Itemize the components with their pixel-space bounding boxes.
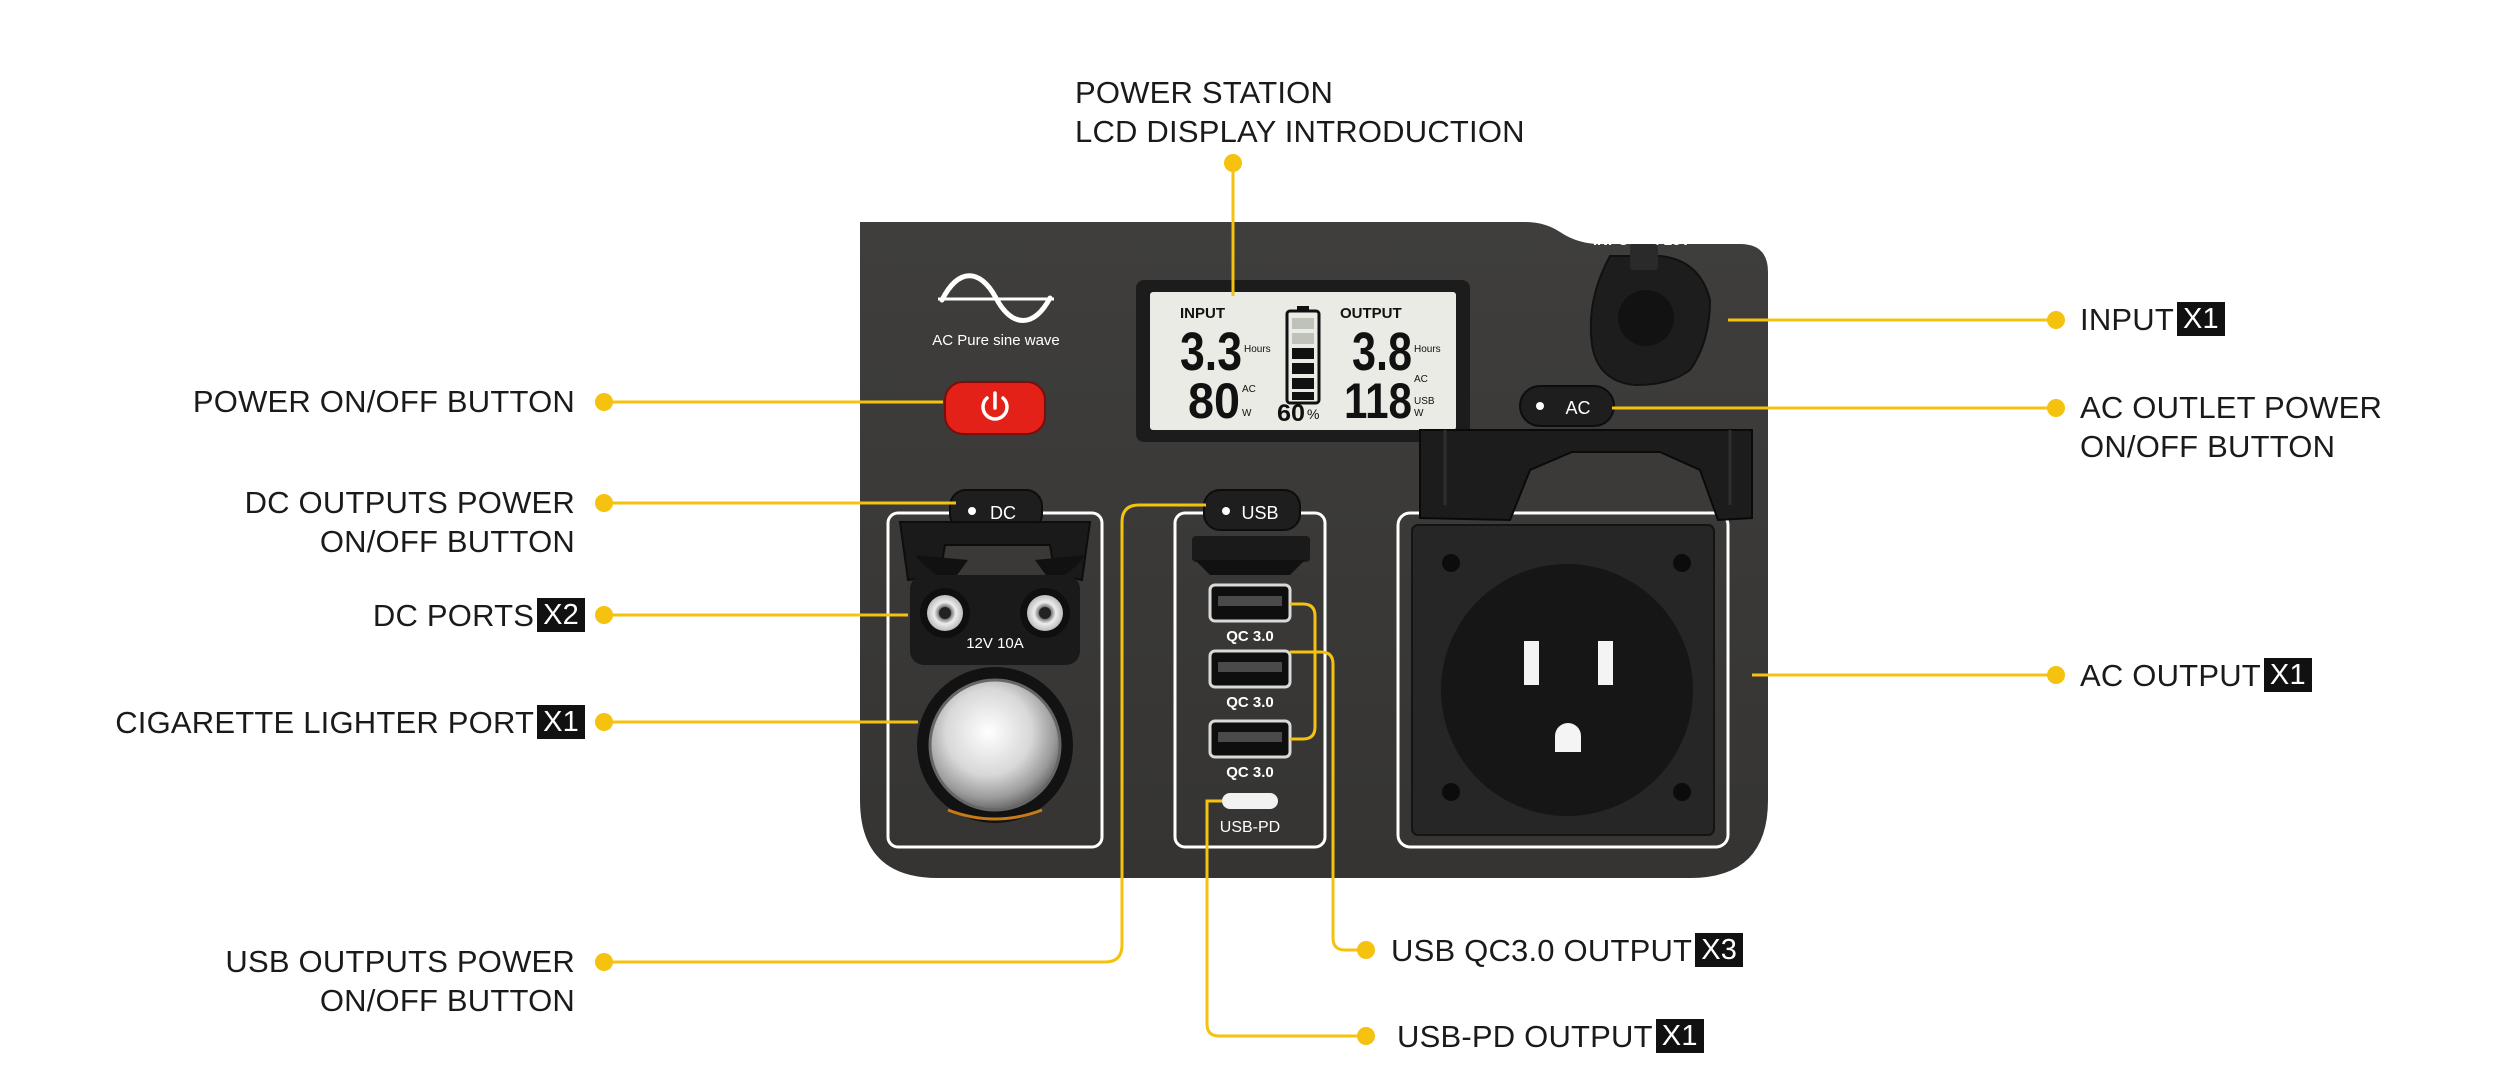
lcd-percent-sign: %	[1307, 406, 1319, 422]
lcd-input-hours-unit: Hours	[1244, 344, 1271, 355]
lcd-output-watts: 118	[1344, 373, 1412, 429]
callout-dc-button: DC OUTPUTS POWER ON/OFF BUTTON	[244, 485, 575, 559]
ac-button-label: AC	[1565, 398, 1590, 418]
lcd-output-hours: 3.8	[1352, 322, 1412, 382]
sine-wave-caption: AC Pure sine wave	[932, 332, 1060, 349]
callout-usb-button: USB OUTPUTS POWER ON/OFF BUTTON	[225, 944, 575, 1018]
sine-wave-logo-icon	[938, 273, 1054, 323]
input-port-label: INPUT 12-28V	[1593, 232, 1691, 249]
lcd-input-hours: 3.3	[1180, 322, 1242, 382]
lcd-display: INPUT OUTPUT 3.3 Hours 3.8 Hours 80 AC W…	[1136, 280, 1470, 442]
lcd-output-w-unit: W	[1414, 408, 1424, 419]
lcd-output-heading: OUTPUT	[1340, 305, 1402, 322]
callout-ac-button: AC OUTLET POWER ON/OFF BUTTON	[2080, 390, 2383, 464]
lcd-input-w-unit: W	[1242, 408, 1252, 419]
title-line-1: POWER STATION	[1075, 75, 1334, 110]
dc-port-left	[920, 588, 970, 638]
power-button[interactable]	[944, 381, 1046, 435]
qc-label-3: QC 3.0	[1226, 764, 1274, 781]
input-count-badge: X1	[2177, 302, 2225, 336]
qc-label-1: QC 3.0	[1226, 628, 1274, 645]
lcd-input-heading: INPUT	[1180, 305, 1225, 322]
ac-output-count-badge: X1	[2263, 658, 2312, 692]
usb-c-port	[1222, 793, 1278, 809]
usb-power-button[interactable]: USB	[1203, 489, 1301, 531]
title-line-2: LCD DISPLAY INTRODUCTION	[1075, 114, 1525, 149]
callout-lines	[605, 163, 2055, 1038]
callout-power-button: POWER ON/OFF BUTTON	[192, 384, 575, 419]
qc-label-2: QC 3.0	[1226, 694, 1274, 711]
usb-pd-count-badge: X1	[1655, 1019, 1704, 1053]
lcd-battery-icon	[1285, 306, 1321, 405]
dc-port-right	[1020, 588, 1070, 638]
cigarette-lighter-port	[917, 667, 1073, 823]
lcd-input-ac-unit: AC	[1242, 384, 1256, 395]
input-port	[1589, 244, 1712, 387]
callout-dots	[595, 154, 2065, 1045]
ac-power-button[interactable]: AC	[1519, 385, 1615, 427]
ac-outlet-cover	[1419, 429, 1753, 522]
dc-ports-count-badge: X2	[537, 598, 585, 632]
ac-section-frame	[1396, 511, 1730, 849]
ac-outlet-socket	[1441, 564, 1693, 816]
cig-port-count-badge: X1	[537, 705, 585, 739]
lcd-output-ac-unit: AC	[1414, 374, 1428, 385]
usb-ports-cover	[1192, 536, 1310, 575]
diagram-title: POWER STATION LCD DISPLAY INTRODUCTION	[1075, 73, 1525, 151]
dc-button-label: DC	[990, 503, 1016, 523]
lcd-battery-percent: 60	[1277, 400, 1305, 427]
power-icon	[981, 391, 1009, 421]
usb-pd-label: USB-PD	[1220, 819, 1280, 836]
usb-a-port-2	[1208, 649, 1292, 689]
lcd-input-watts: 80	[1188, 373, 1240, 429]
usb-a-port-1	[1208, 583, 1292, 623]
usb-qc-count-badge: X3	[1695, 933, 1744, 967]
usb-a-port-3	[1208, 719, 1292, 759]
usb-button-label: USB	[1241, 503, 1278, 523]
lcd-output-usb-unit: USB	[1414, 396, 1435, 407]
dc-port-rating: 12V 10A	[966, 635, 1024, 652]
lcd-output-hours-unit: Hours	[1414, 344, 1441, 355]
